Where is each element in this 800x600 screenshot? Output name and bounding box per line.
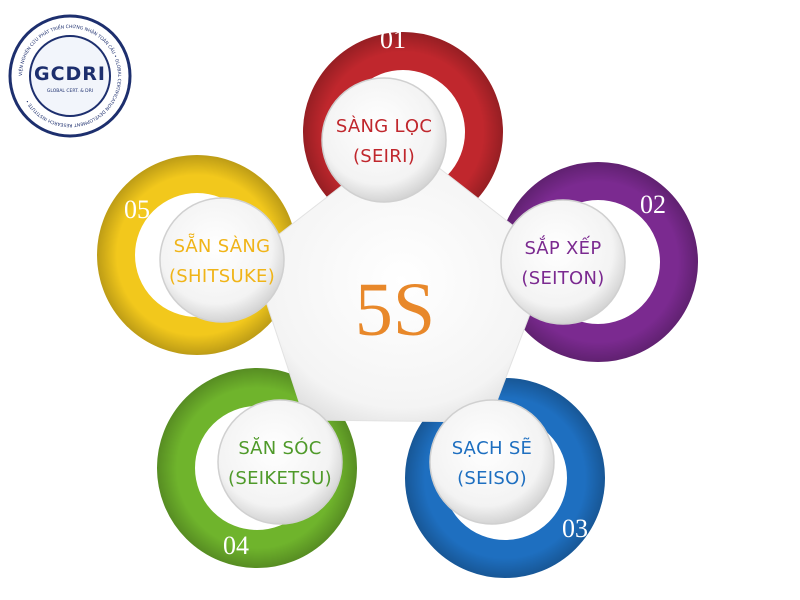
petal-label-03-line1: SẠCH SẼ bbox=[452, 437, 532, 459]
petal-label-01-line1: SÀNG LỌC bbox=[336, 115, 432, 137]
petal-label-05-line1: SẴN SÀNG bbox=[174, 233, 271, 257]
petal-center-03 bbox=[429, 399, 555, 525]
petal-label-05-line2: (SHITSUKE) bbox=[169, 266, 275, 287]
petal-centers: SÀNG LỌC (SEIRI) SẮP XẾP (SEITON) SẠCH SẼ (SE… bbox=[159, 77, 626, 525]
center-title: 5S bbox=[355, 268, 435, 352]
petal-label-01-line2: (SEIRI) bbox=[353, 146, 415, 167]
petal-label-02-line2: (SEITON) bbox=[521, 268, 604, 289]
logo-inner-circle bbox=[29, 35, 111, 117]
logo-name: GCDRI bbox=[34, 63, 106, 85]
petal-center-02 bbox=[500, 199, 626, 325]
petal-number-02: 02 bbox=[640, 190, 666, 219]
petal-numbers: 01 02 03 04 05 bbox=[124, 25, 666, 560]
petal-number-03: 03 bbox=[562, 514, 588, 543]
petal-number-05: 05 bbox=[124, 195, 150, 224]
logo-subtitle: GLOBAL CERT. & DRI bbox=[47, 88, 93, 94]
petal-number-01: 01 bbox=[380, 25, 406, 54]
petal-label-04-line1: SĂN SÓC bbox=[238, 437, 321, 459]
petal-center-05 bbox=[159, 197, 285, 323]
petal-center-04 bbox=[217, 399, 343, 525]
petal-label-04-line2: (SEIKETSU) bbox=[228, 468, 332, 489]
petal-label-03-line2: (SEISO) bbox=[457, 468, 527, 489]
petal-center-01 bbox=[321, 77, 447, 203]
petal-number-04: 04 bbox=[223, 531, 249, 560]
petal-label-02-line1: SẮP XẾP bbox=[525, 235, 602, 259]
gcdri-logo: VIỆN NGHIÊN CỨU PHÁT TRIỂN CHỨNG NHẬN TO… bbox=[8, 14, 132, 138]
